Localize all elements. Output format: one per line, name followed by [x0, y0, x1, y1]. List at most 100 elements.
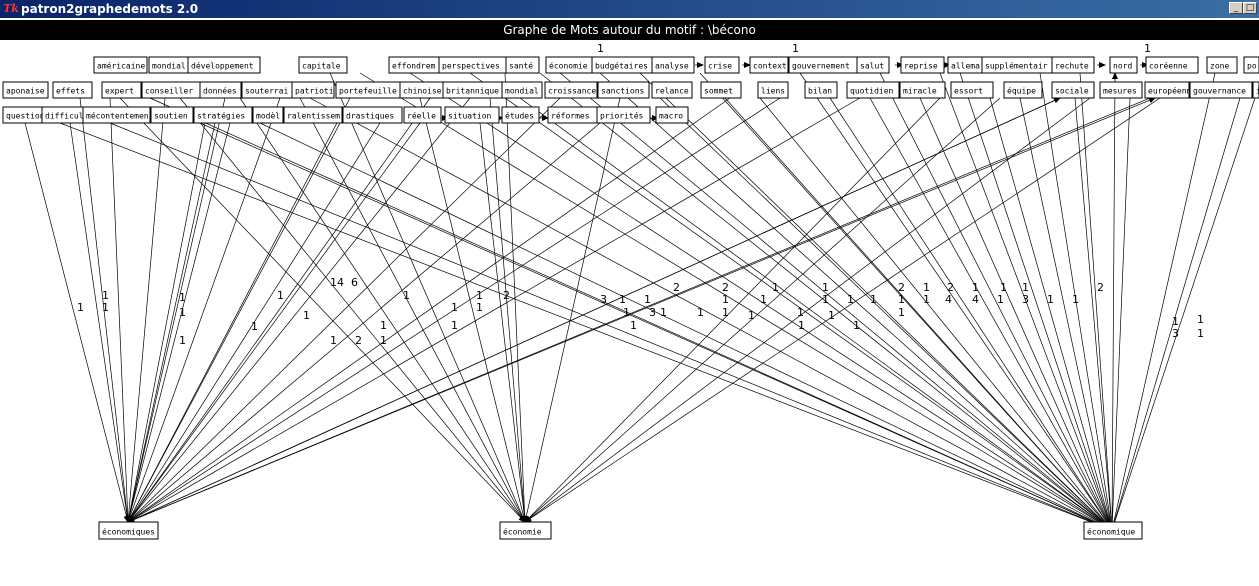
edge-upward: [1111, 72, 1118, 531]
node-row1-economie[interactable]: économie: [545, 56, 593, 74]
node-row3-macro[interactable]: macro: [655, 106, 689, 124]
node-box: [1252, 81, 1259, 99]
node-row3-priorites[interactable]: priorités: [596, 106, 651, 124]
node-row2-aponaise[interactable]: aponaise: [2, 81, 49, 99]
node-row1-analyse[interactable]: analyse: [651, 56, 695, 74]
node-targets-economique[interactable]: économique: [1083, 521, 1143, 540]
node-row2-conseiller[interactable]: conseiller: [141, 81, 201, 99]
edge-count-label: 1: [997, 293, 1004, 306]
node-row2-patrioti[interactable]: patrioti: [291, 81, 335, 99]
node-row1-rechute[interactable]: rechute: [1051, 56, 1095, 74]
node-row2-bilan[interactable]: bilan: [804, 81, 838, 99]
node-box: [1109, 56, 1138, 74]
node-row1-effondrem[interactable]: effondrem: [388, 56, 440, 74]
node-row3-ralentissem[interactable]: ralentissem: [283, 106, 343, 124]
node-row2-mesures[interactable]: mesures: [1099, 81, 1143, 99]
node-row2-portefeuille[interactable]: portefeuille: [335, 81, 401, 99]
node-row1-po[interactable]: po: [1243, 56, 1259, 74]
node-row1-perspectives[interactable]: perspectives: [438, 56, 507, 74]
node-box: [444, 106, 500, 124]
edge-to-economique: [869, 97, 1113, 531]
node-row2-liens[interactable]: liens: [757, 81, 789, 99]
node-label: priorités: [600, 111, 644, 121]
node-row3-etudes[interactable]: études: [501, 106, 540, 124]
edge-count-label: 1: [847, 293, 854, 306]
node-label: croissance: [548, 87, 596, 96]
node-row2-croissance[interactable]: croissance: [544, 81, 598, 99]
node-targets-economie[interactable]: économie: [499, 521, 552, 540]
node-row3-difficul[interactable]: difficul: [41, 106, 84, 124]
node-row2-relance[interactable]: relance: [651, 81, 693, 99]
node-row1-capitale[interactable]: capitale: [298, 56, 348, 74]
node-row1-mondial[interactable]: mondial: [148, 56, 190, 74]
edge-to-economie: [524, 97, 941, 523]
node-row3-soutien[interactable]: soutien: [150, 106, 194, 124]
node-row2-i[interactable]: i: [1252, 81, 1259, 99]
node-row1-americaine[interactable]: américaine: [93, 56, 148, 74]
edge-count-label: 1: [451, 301, 458, 314]
edge-to-economiques: [109, 97, 131, 523]
edge-to-economique: [829, 97, 1113, 531]
node-row2-sanctions[interactable]: sanctions: [597, 81, 650, 99]
node-label: économie: [549, 61, 588, 71]
node-row2-miracle[interactable]: miracle: [899, 81, 946, 99]
edge-count-label: 2: [355, 334, 362, 347]
node-label: économiques: [102, 527, 155, 537]
node-label: chinoise: [403, 87, 442, 96]
node-row1-crise[interactable]: crise: [704, 56, 740, 74]
node-row3-drastiques[interactable]: drastiques: [342, 106, 403, 124]
node-label: économie: [503, 527, 542, 537]
node-row2-gouvernance[interactable]: gouvernance: [1189, 81, 1253, 99]
node-row2-quotidien[interactable]: quotidien: [846, 81, 900, 99]
node-row2-souterrai[interactable]: souterrai: [241, 81, 296, 99]
node-row1-budgetaires[interactable]: budgétaires: [591, 56, 653, 74]
node-row2-donnees[interactable]: données: [199, 81, 242, 99]
node-label: équipe: [1007, 86, 1036, 96]
node-row1-zone[interactable]: zone: [1206, 56, 1238, 74]
node-row1-context[interactable]: context: [749, 56, 789, 74]
node-row1-reprise[interactable]: reprise: [900, 56, 945, 74]
node-row3-reelle[interactable]: réelle: [403, 106, 442, 124]
edge-count-label: 2: [1097, 281, 1104, 294]
node-row1-salut[interactable]: salut: [856, 56, 890, 74]
node-row2-sociale[interactable]: sociale: [1051, 81, 1095, 99]
node-row1-sante[interactable]: santé: [505, 56, 540, 74]
minimize-button[interactable]: _: [1229, 2, 1243, 14]
node-box: [52, 81, 93, 99]
node-row3-question[interactable]: question: [2, 106, 45, 124]
node-row1-nord[interactable]: nord: [1109, 56, 1138, 74]
window-titlebar[interactable]: Tk patron2graphedemots 2.0 _ □: [0, 0, 1259, 18]
node-row3-model[interactable]: modèl: [252, 106, 284, 124]
node-row2-sommet[interactable]: sommet: [700, 81, 742, 99]
node-row1-developpement[interactable]: développement: [187, 56, 261, 74]
node-row3-mecontentemen[interactable]: mécontentemen: [82, 106, 151, 124]
node-row2-britannique[interactable]: britannique: [442, 81, 504, 99]
node-box: [1189, 81, 1253, 99]
node-label: macro: [659, 112, 683, 121]
node-targets-economiques[interactable]: économiques: [98, 521, 159, 540]
node-row2-effets[interactable]: effets: [52, 81, 93, 99]
edge-to-economiques: [127, 97, 731, 523]
node-label: aponaise: [6, 87, 45, 96]
node-row1-coreenne[interactable]: coréenne: [1145, 56, 1199, 74]
node-row1-gouvernement[interactable]: gouvernement: [788, 56, 858, 74]
node-row2-expert[interactable]: expert: [101, 81, 142, 99]
node-row3-strategies[interactable]: stratégies: [193, 106, 253, 124]
node-row1-allema[interactable]: allema: [947, 56, 983, 74]
node-row2-europeenn[interactable]: européenn: [1144, 81, 1192, 99]
node-box: [93, 56, 148, 74]
node-label: sanctions: [601, 87, 645, 96]
node-row3-reformes[interactable]: réformes: [547, 106, 598, 124]
node-box: [846, 81, 900, 99]
node-box: [757, 81, 789, 99]
node-row3-situation[interactable]: situation: [444, 106, 500, 124]
node-row2-mondial[interactable]: mondial: [501, 81, 543, 99]
node-box: [1144, 81, 1190, 99]
maximize-button[interactable]: □: [1243, 2, 1257, 14]
node-row2-chinoise[interactable]: chinoise: [399, 81, 444, 99]
node-row2-essort[interactable]: essort: [950, 81, 994, 99]
edge-to-economiques: [127, 97, 471, 523]
node-row2-equipe[interactable]: équipe: [1003, 81, 1043, 99]
edge-to-economique: [1111, 97, 1256, 531]
